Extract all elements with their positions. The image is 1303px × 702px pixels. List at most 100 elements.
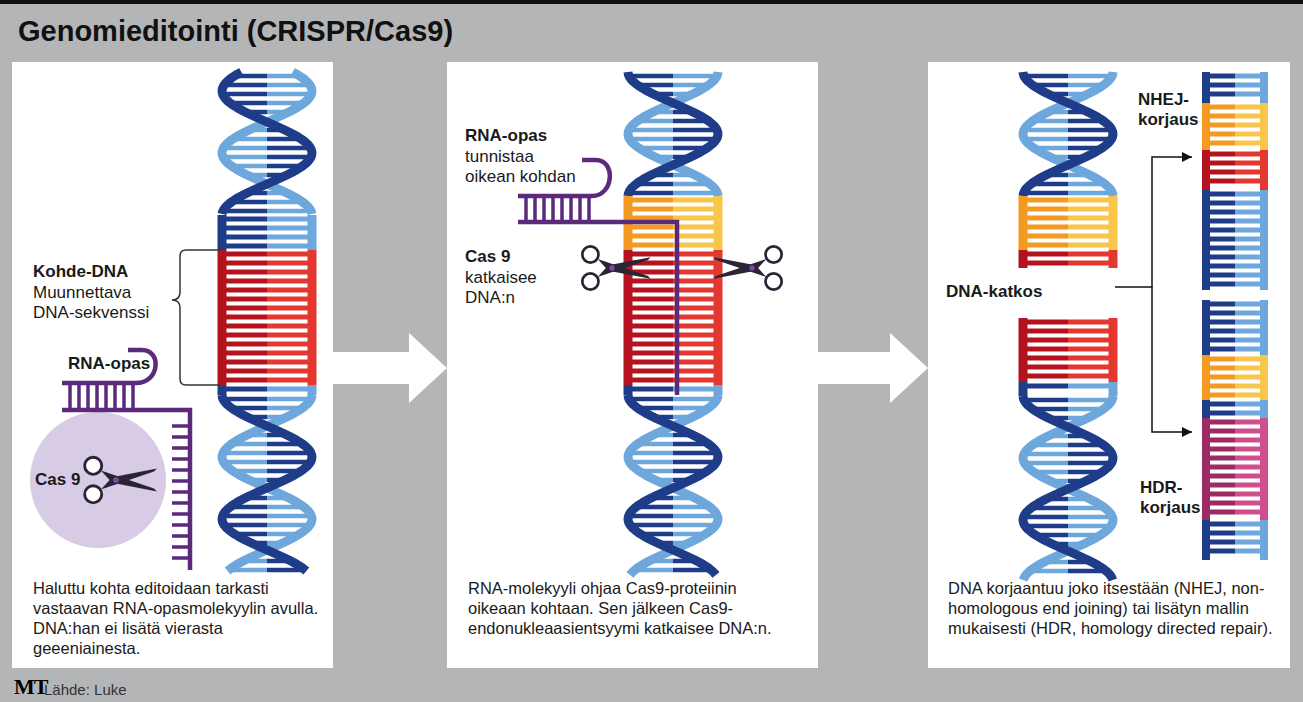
dna-rung [267,74,300,79]
dna-rail [1202,400,1210,418]
dna-rung [1068,407,1104,412]
dna-rung [1206,92,1235,97]
dna-rung [673,369,718,374]
dna-rung [1023,234,1068,239]
dna-rung [1068,542,1084,547]
dna-rung [230,101,267,106]
dna-rung [267,415,287,420]
dna-rung [1068,506,1105,511]
dna-rung [247,173,267,178]
dna-rung [1068,443,1104,448]
dna-rung [1046,497,1068,502]
dna-rung [1068,128,1112,133]
dna-rung [673,315,718,320]
dna-rung [673,387,718,392]
dna-rung [267,173,287,178]
dna-rung [267,137,301,142]
dna-rung [223,209,267,214]
dna-rung [249,478,267,483]
dna-rung [249,128,267,133]
dna-rung [1068,261,1113,266]
dna-rung [1235,141,1264,146]
dna-rung [673,279,718,284]
dna-rung [673,225,718,230]
dna-rung [673,378,718,383]
dna-rail [308,250,317,385]
dna-rung [673,146,707,151]
dna-rung [1206,192,1235,197]
dna-helix [628,72,718,575]
dna-rung [267,217,312,222]
dna-rung [267,200,303,205]
dna-rung [1235,152,1264,157]
dna-strand [628,395,718,575]
break-label: DNA-katkos [946,282,1096,302]
dna-rail [1202,300,1210,355]
dna-rung [1206,465,1235,470]
dna-rail [1019,196,1028,250]
dna-rung [1206,201,1235,206]
rna-base [172,556,190,560]
scissors-pivot [113,477,119,483]
rna-base [172,457,190,461]
dna-rung [247,433,267,438]
dna-rung [1235,429,1264,434]
dna-rail [308,385,317,395]
rna-base [587,196,591,222]
bracket [172,250,220,385]
dna-rail [1260,355,1268,400]
dna-rung [267,146,311,151]
dna-rung [1206,329,1235,334]
dna-rung [1235,338,1264,343]
dna-rung [1235,366,1264,371]
dna-rung [222,297,267,302]
dna-rung [1206,531,1235,536]
dna-rung [1206,483,1235,488]
dna-rung [673,306,718,311]
dna-rung [1206,456,1235,461]
dna-rung [628,351,673,356]
cas9-circle: Cas 9 [30,412,166,548]
dna-strand [628,395,718,575]
dna-rail [1019,382,1028,396]
dna-rung [222,360,267,365]
dna-rung [1024,191,1068,196]
dna-rung [657,541,673,546]
dna-rung [628,315,673,320]
dna-rung [1235,393,1264,398]
dna-rung [628,243,673,248]
scissors-handle [582,246,598,262]
rna-base [95,383,99,410]
dna-rung [223,451,267,456]
dna-rung [229,568,267,573]
dna-rung [673,478,691,483]
step-panel: RNA-molekyyli ohjaa Cas9-proteiinin oike… [447,62,818,668]
dna-rung [1068,461,1112,466]
dna-rail [1202,355,1210,400]
step-caption: DNA korjaantuu joko itsestään (NHEJ, non… [948,578,1280,638]
dna-rung [1206,492,1235,497]
dna-rung [234,74,267,79]
dna-rail [1202,418,1210,520]
dna-rung [222,288,267,293]
dna-rung [267,369,312,374]
dna-rung [1235,282,1264,287]
dna-rung [1235,92,1264,97]
dna-rung [1068,146,1102,151]
diagram-title: Genomieditointi (CRISPR/Cas9) [18,13,453,49]
dna-rung [1023,384,1068,389]
flow-arrow [818,333,928,403]
dna-rung [1068,83,1104,88]
enzyme-name: Cas 9 [35,470,105,490]
scissors-blade [713,259,766,279]
top-bar [0,0,1303,4]
dna-rung [222,369,267,374]
dna-rail [1109,382,1118,396]
dna-rung [1048,416,1068,421]
dna-rung [673,559,697,564]
dna-rung [245,496,267,501]
dna-rail [218,215,227,250]
dna-rung [1034,146,1068,151]
dna-rung [230,505,267,510]
dna-rung [653,433,673,438]
